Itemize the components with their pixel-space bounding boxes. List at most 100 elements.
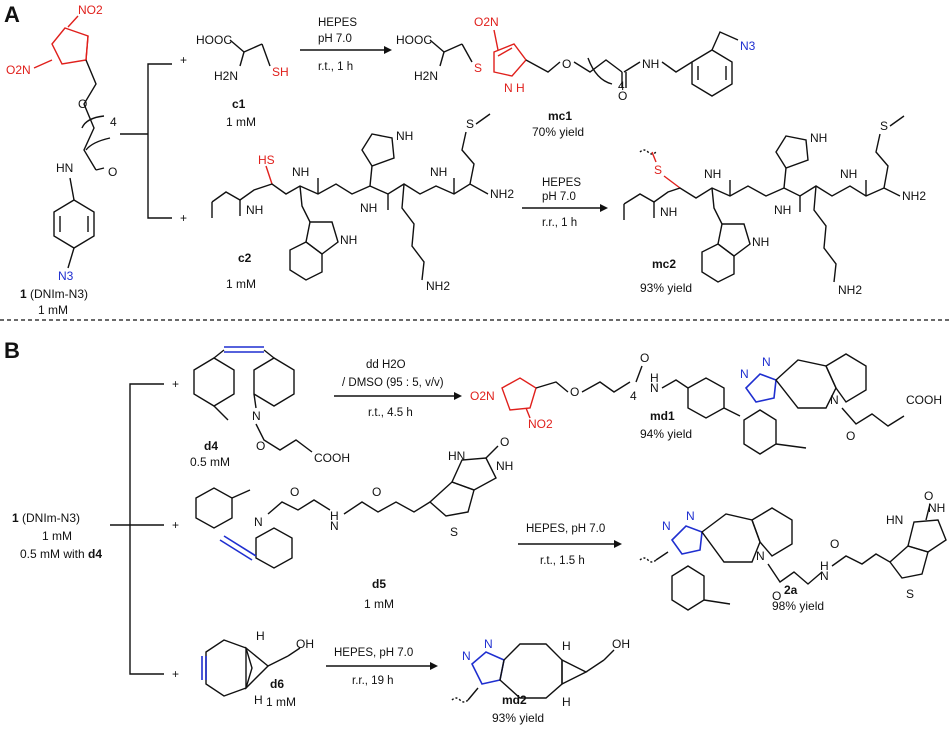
md2-label: md2 xyxy=(502,693,527,707)
svg-text:O: O xyxy=(290,485,299,499)
c2-conc: 1 mM xyxy=(226,277,256,291)
repeat-n: 4 xyxy=(110,115,117,129)
b-reactant-conc: 1 mM xyxy=(42,529,72,543)
svg-text:O: O xyxy=(640,351,649,365)
svg-text:N: N xyxy=(650,381,659,395)
svg-text:O: O xyxy=(924,489,933,503)
svg-text:SH: SH xyxy=(272,65,289,79)
svg-text:N3: N3 xyxy=(740,39,756,53)
svg-text:COOH: COOH xyxy=(314,451,350,465)
svg-text:NH2: NH2 xyxy=(490,187,514,201)
svg-text:O: O xyxy=(772,589,781,603)
svg-text:OH: OH xyxy=(612,637,630,651)
svg-text:NO2: NO2 xyxy=(528,417,553,431)
b-reactant-d4-conc: 0.5 mM with d4 xyxy=(20,547,102,561)
svg-text:O2N: O2N xyxy=(470,389,495,403)
svg-text:O: O xyxy=(618,89,627,103)
svg-text:O2N: O2N xyxy=(474,15,499,29)
ether-o: O xyxy=(78,97,87,111)
svg-text:NH: NH xyxy=(928,501,945,515)
mc2-structure: S NH NH NH NH NH2 NH S NH NH2 xyxy=(623,115,926,297)
svg-text:NH: NH xyxy=(496,459,513,473)
plus-c1: + xyxy=(180,53,187,67)
svg-text:N: N xyxy=(462,649,471,663)
svg-text:NH: NH xyxy=(704,167,721,181)
svg-text:NH: NH xyxy=(774,203,791,217)
svg-text:NH: NH xyxy=(292,165,309,179)
panel-label-a: A xyxy=(4,2,20,27)
d6-label: d6 xyxy=(270,677,284,691)
svg-text:HEPES, pH 7.0: HEPES, pH 7.0 xyxy=(526,523,605,535)
svg-text:O: O xyxy=(256,439,265,453)
svg-text:S: S xyxy=(450,525,458,539)
no2-left: O2N xyxy=(6,63,31,77)
azide-n3: N3 xyxy=(58,269,74,283)
svg-text:S: S xyxy=(654,163,662,177)
mc2-yield: 93% yield xyxy=(640,281,692,295)
svg-text:O: O xyxy=(500,435,509,449)
svg-text:pH 7.0: pH 7.0 xyxy=(542,191,576,203)
c1-structure: HOOC H2N SH xyxy=(196,33,289,83)
svg-text:S: S xyxy=(474,61,482,75)
md1-structure: O2N NO2 O 4 O H N N N N O COOH xyxy=(470,351,942,455)
svg-text:N: N xyxy=(662,519,671,533)
svg-text:N: N xyxy=(686,509,695,523)
panel-label-b: B xyxy=(4,338,20,363)
svg-text:COOH: COOH xyxy=(906,393,942,407)
b-reactant-label: 1 (DNIm-N3) xyxy=(12,511,80,525)
svg-text:O: O xyxy=(372,485,381,499)
svg-text:HN: HN xyxy=(448,449,465,463)
svg-text:HOOC: HOOC xyxy=(396,33,432,47)
d4-label: d4 xyxy=(204,439,218,453)
mc1-label: mc1 xyxy=(548,109,572,123)
svg-text:N: N xyxy=(830,393,839,407)
svg-text:4: 4 xyxy=(630,389,637,403)
svg-text:N: N xyxy=(762,355,771,369)
md2-structure: N N OH H H xyxy=(451,637,630,709)
svg-text:S: S xyxy=(906,587,914,601)
svg-text:H: H xyxy=(562,695,571,709)
d6-conc: 1 mM xyxy=(266,695,296,709)
svg-text:H: H xyxy=(650,371,659,385)
reactant-1-conc: 1 mM xyxy=(38,303,68,317)
svg-text:H: H xyxy=(820,559,829,573)
svg-text:O: O xyxy=(562,57,571,71)
d4-structure: N O COOH xyxy=(193,346,350,465)
2a-label: 2a xyxy=(784,583,798,597)
2a-structure: N N N O H N O S HN NH O xyxy=(639,489,947,611)
bracket-b xyxy=(129,383,164,675)
svg-text:N: N xyxy=(756,549,765,563)
svg-text:O: O xyxy=(846,429,855,443)
svg-text:NH: NH xyxy=(642,57,659,71)
svg-text:O: O xyxy=(830,537,839,551)
svg-text:OH: OH xyxy=(296,637,314,651)
plus-c2: + xyxy=(180,211,187,225)
svg-text:NH: NH xyxy=(810,131,827,145)
svg-text:NH2: NH2 xyxy=(902,189,926,203)
amide-o: O xyxy=(108,165,117,179)
svg-text:H2N: H2N xyxy=(414,69,438,83)
svg-text:HOOC: HOOC xyxy=(196,33,232,47)
svg-text:r.t., 4.5 h: r.t., 4.5 h xyxy=(368,407,413,419)
svg-text:NH: NH xyxy=(396,129,413,143)
d5-conc: 1 mM xyxy=(364,597,394,611)
svg-text:NH: NH xyxy=(360,201,377,215)
plus-d6: + xyxy=(172,667,179,681)
svg-text:S: S xyxy=(880,119,888,133)
svg-text:H: H xyxy=(330,509,339,523)
md1-yield: 94% yield xyxy=(640,427,692,441)
svg-text:H: H xyxy=(562,639,571,653)
plus-d5: + xyxy=(172,518,179,532)
svg-text:NH: NH xyxy=(340,233,357,247)
svg-text:NH: NH xyxy=(246,203,263,217)
svg-text:N: N xyxy=(820,569,829,583)
svg-text:HEPES: HEPES xyxy=(318,17,357,29)
svg-text:N: N xyxy=(254,515,263,529)
svg-text:N H: N H xyxy=(504,81,525,95)
mc2-label: mc2 xyxy=(652,257,676,271)
mc1-yield: 70% yield xyxy=(532,125,584,139)
c1-conc: 1 mM xyxy=(226,115,256,129)
2a-yield: 98% yield xyxy=(772,599,824,613)
d5-label: d5 xyxy=(372,577,386,591)
